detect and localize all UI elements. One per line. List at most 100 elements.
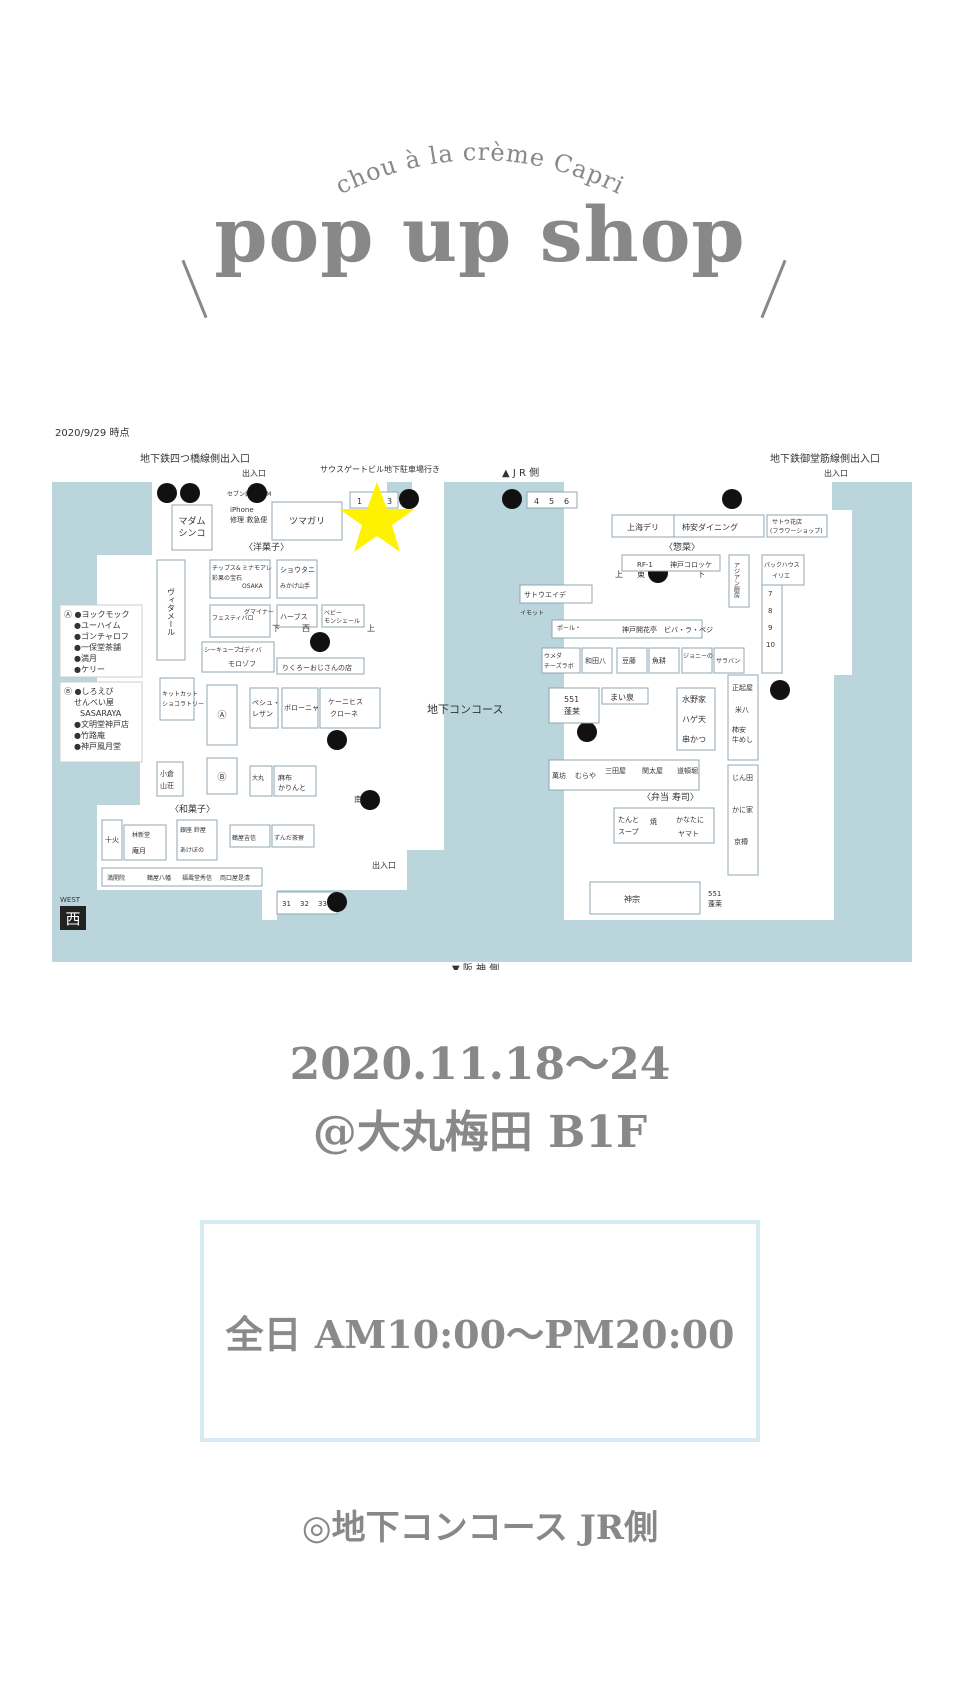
svg-text:Ⓑ: Ⓑ bbox=[217, 772, 226, 783]
svg-text:イリエ: イリエ bbox=[772, 573, 790, 580]
svg-text:小倉: 小倉 bbox=[160, 769, 174, 778]
svg-text:和田八: 和田八 bbox=[585, 656, 606, 665]
bento-label: 〈弁当 寿司〉 bbox=[642, 791, 699, 803]
svg-text:豆藤: 豆藤 bbox=[622, 656, 636, 665]
svg-text:上: 上 bbox=[615, 570, 623, 579]
concourse-label: 地下コンコース bbox=[427, 703, 503, 716]
legend-a-3: ●ゴンチャロフ bbox=[74, 631, 129, 641]
svg-text:フェスティバロ: フェスティバロ bbox=[212, 615, 254, 622]
svg-text:両口屋是清: 両口屋是清 bbox=[220, 874, 250, 882]
svg-text:ペシュ・: ペシュ・ bbox=[252, 699, 280, 707]
brand-arc: chou à la crème Capri bbox=[331, 138, 628, 200]
page-title: pop up shop bbox=[214, 190, 746, 279]
svg-text:ジョニーの: ジョニーの bbox=[683, 653, 713, 660]
svg-text:道頓堀: 道頓堀 bbox=[677, 766, 698, 775]
svg-text:上海デリ: 上海デリ bbox=[627, 522, 659, 532]
svg-text:ハゲ天: ハゲ天 bbox=[682, 714, 706, 724]
svg-text:モンシェール: モンシェール bbox=[324, 618, 360, 625]
event-venue: @大丸梅田 B1F bbox=[312, 1107, 648, 1158]
restroom-icon bbox=[722, 489, 742, 509]
jr-side-label: ▲ J R 側 bbox=[502, 466, 539, 479]
svg-text:パックハウス: パックハウス bbox=[764, 561, 800, 569]
svg-text:サトウエイデ: サトウエイデ bbox=[524, 590, 566, 599]
svg-text:ショウタニ: ショウタニ bbox=[280, 565, 315, 574]
svg-text:レザン: レザン bbox=[252, 710, 273, 718]
svg-text:6: 6 bbox=[564, 497, 569, 506]
svg-text:ポール・: ポール・ bbox=[557, 624, 581, 632]
svg-text:萬坊: 萬坊 bbox=[552, 771, 566, 780]
svg-text:サラバン: サラバン bbox=[716, 658, 740, 665]
legend-a-1: Ⓐ ●ヨックモック bbox=[64, 610, 130, 619]
west-badge-label: WEST bbox=[60, 896, 81, 904]
svg-text:蓬莱: 蓬莱 bbox=[564, 706, 580, 716]
business-hours: 全日 AM10:00〜PM20:00 bbox=[225, 1311, 735, 1357]
svg-text:かに家: かに家 bbox=[732, 805, 753, 814]
svg-text:柿安ダイニング: 柿安ダイニング bbox=[682, 522, 738, 532]
svg-text:5: 5 bbox=[549, 497, 554, 506]
svg-text:銀座 鈴屋: 銀座 鈴屋 bbox=[180, 826, 206, 834]
svg-text:まい泉: まい泉 bbox=[610, 692, 634, 702]
legend-b-2: せんべい屋 bbox=[74, 698, 114, 707]
svg-text:マダム: マダム bbox=[178, 515, 205, 527]
deli-label: 〈惣菜〉 bbox=[664, 541, 700, 553]
restroom-icon bbox=[577, 722, 597, 742]
svg-text:鶴屋八幡: 鶴屋八幡 bbox=[147, 874, 171, 882]
svg-text:牛めし: 牛めし bbox=[732, 735, 753, 744]
svg-text:ビバ・ラ・ペジ: ビバ・ラ・ペジ bbox=[664, 625, 713, 634]
svg-text:ケーニヒス: ケーニヒス bbox=[328, 698, 363, 706]
svg-text:551: 551 bbox=[708, 890, 721, 898]
western-sweets-label: 〈洋菓子〉 bbox=[244, 541, 289, 553]
svg-text:ボローニャ: ボローニャ bbox=[284, 704, 319, 712]
svg-text:7: 7 bbox=[768, 590, 772, 598]
svg-text:(フラワーショップ): (フラワーショップ) bbox=[770, 528, 823, 535]
legend-b-5: ●竹路庵 bbox=[74, 730, 105, 740]
svg-text:東: 東 bbox=[637, 569, 645, 579]
svg-text:蓬莱: 蓬莱 bbox=[708, 899, 722, 908]
popup-location-star bbox=[339, 482, 415, 552]
east-exit-label: 地下鉄御堂筋線側出入口 bbox=[770, 452, 880, 465]
restroom-icon bbox=[770, 680, 790, 700]
svg-text:ハーブス: ハーブス bbox=[280, 612, 308, 621]
svg-text:ベビー: ベビー bbox=[324, 609, 342, 617]
svg-text:Ⓐ: Ⓐ bbox=[217, 710, 226, 721]
legend-a-5: ●満月 bbox=[74, 654, 97, 663]
svg-text:神宗: 神宗 bbox=[624, 894, 640, 904]
event-date: 2020.11.18〜24 bbox=[289, 1039, 671, 1090]
svg-text:下: 下 bbox=[697, 570, 705, 579]
svg-text:関太屋: 関太屋 bbox=[642, 766, 663, 775]
west-badge-kanji: 西 bbox=[65, 910, 80, 928]
svg-text:西: 西 bbox=[302, 624, 310, 633]
legend-b-1: Ⓑ ●しろえび bbox=[64, 687, 114, 696]
svg-text:上: 上 bbox=[367, 624, 375, 633]
svg-text:シーキューブ: シーキューブ bbox=[204, 646, 240, 654]
svg-text:ツマガリ: ツマガリ bbox=[289, 516, 325, 527]
svg-text:三田屋: 三田屋 bbox=[605, 767, 626, 775]
svg-text:修理 救急便: 修理 救急便 bbox=[230, 515, 267, 524]
svg-text:林新堂: 林新堂 bbox=[132, 831, 150, 839]
svg-text:アジアン厨房: アジアン厨房 bbox=[733, 562, 740, 599]
svg-text:1: 1 bbox=[357, 497, 362, 506]
legend-a-6: ●ケリー bbox=[74, 665, 105, 674]
hours-box: 全日 AM10:00〜PM20:00 bbox=[200, 1220, 760, 1442]
svg-text:イモット: イモット bbox=[520, 610, 544, 617]
escalator-icon bbox=[360, 790, 380, 810]
svg-text:串かつ: 串かつ bbox=[682, 735, 706, 744]
hanshin-side-label: ▼ 阪 神 側 bbox=[452, 962, 499, 970]
svg-text:31: 31 bbox=[282, 900, 291, 908]
svg-text:RF-1: RF-1 bbox=[637, 561, 653, 569]
svg-text:10: 10 bbox=[766, 641, 775, 649]
svg-text:サトウ花店: サトウ花店 bbox=[772, 518, 802, 526]
svg-text:ミナモアレ: ミナモアレ bbox=[242, 565, 272, 572]
restroom-icon bbox=[327, 730, 347, 750]
legend-b-6: ●神戸風月堂 bbox=[74, 741, 121, 751]
svg-text:32: 32 bbox=[300, 900, 309, 908]
svg-text:水野家: 水野家 bbox=[682, 694, 706, 704]
elevator-icon bbox=[399, 489, 419, 509]
restroom-icon bbox=[157, 483, 177, 503]
svg-text:柿安: 柿安 bbox=[732, 725, 746, 734]
map-timestamp: 2020/9/29 時点 bbox=[55, 427, 129, 439]
svg-text:3: 3 bbox=[387, 497, 392, 506]
restroom-icon bbox=[502, 489, 522, 509]
svg-text:あけぼの: あけぼの bbox=[180, 847, 204, 854]
svg-text:たんと: たんと bbox=[618, 816, 639, 824]
